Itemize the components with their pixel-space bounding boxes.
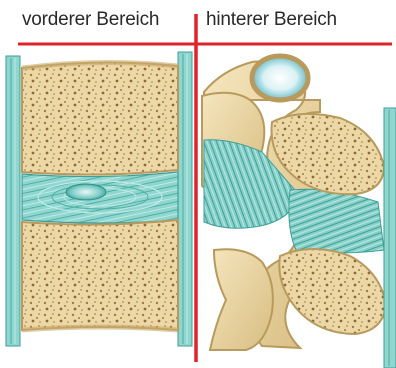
lower-vertebral-body (22, 220, 178, 330)
back-region-label: hinterer Bereich (206, 8, 337, 32)
interspinous-ligament (289, 189, 384, 253)
upper-vertebral-body (22, 62, 178, 174)
posterior-ligament (178, 52, 192, 346)
front-region-label: vorderer Bereich (22, 8, 159, 32)
supraspinous-ligament (384, 108, 396, 368)
anterior-ligament (6, 56, 20, 346)
spinous-process (210, 249, 273, 350)
nucleus-pulposus (66, 184, 106, 200)
lower-facet (279, 249, 386, 334)
